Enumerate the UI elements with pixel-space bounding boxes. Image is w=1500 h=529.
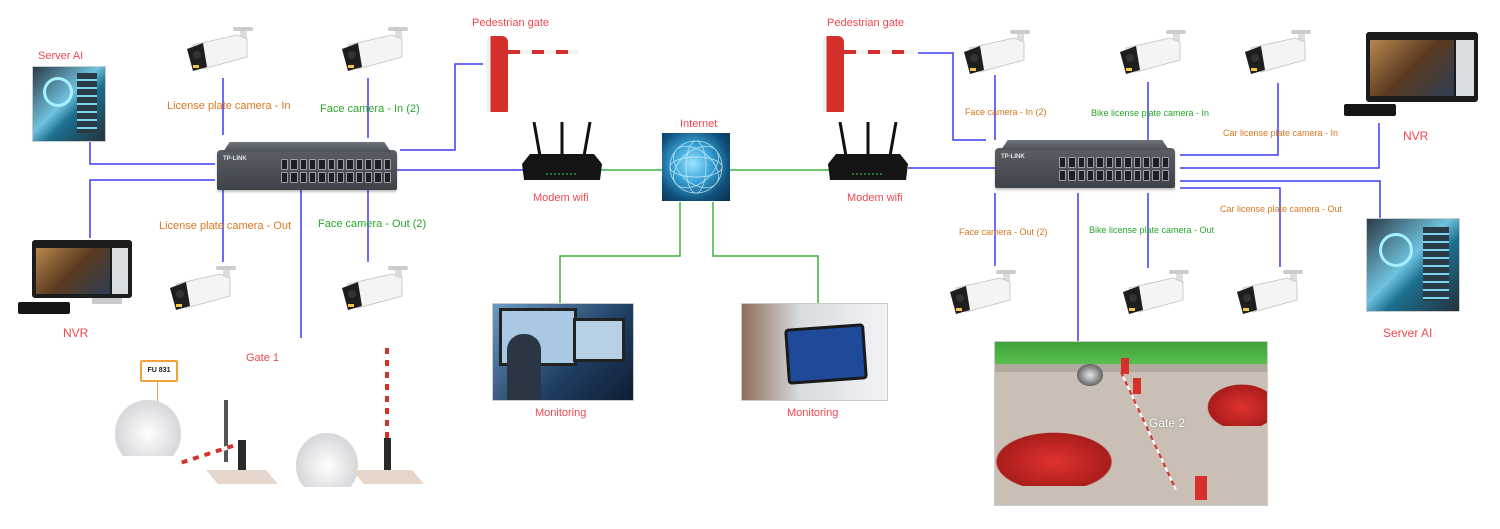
nvr-right[interactable] — [1366, 32, 1478, 102]
lan-wires — [89, 52, 1381, 342]
fan-icon — [1379, 233, 1413, 267]
camera-face-in-label: Face camera - In (2) — [320, 103, 420, 115]
camera-face-in-right-label: Face camera - In (2) — [965, 107, 1047, 117]
wire-server-left — [89, 118, 215, 165]
server-ai-right[interactable] — [1366, 218, 1460, 312]
internet-globe-icon[interactable] — [662, 133, 730, 201]
camera-icon[interactable] — [185, 27, 255, 75]
nvr-recorder-icon — [1344, 104, 1396, 116]
wire-server-right — [1180, 180, 1381, 220]
wire-ped-gate-left — [400, 63, 483, 151]
camera-face-out-label: Face camera - Out (2) — [318, 218, 427, 230]
server-ai-left-label: Server AI — [38, 50, 84, 62]
car-icon — [115, 400, 181, 456]
modem-wifi-left[interactable] — [522, 121, 602, 186]
switch-ports — [281, 159, 391, 183]
nvr-left[interactable] — [32, 240, 132, 304]
wire-cam-car-out — [1180, 187, 1281, 267]
wire-internet-monitor-right — [712, 202, 819, 303]
nvr-right-label: NVR — [1403, 129, 1429, 143]
barrier-arm-raised-icon — [385, 348, 389, 440]
wire-nvr-right — [1180, 123, 1380, 169]
server-ai-left[interactable] — [32, 66, 106, 142]
modem-wifi-right-label: Modem wifi — [847, 192, 903, 204]
switch-brand: TP-LINK — [223, 156, 247, 162]
gate-2-label: Gate 2 — [1149, 416, 1186, 430]
camera-icon[interactable] — [948, 270, 1018, 318]
motorbike-icon — [1077, 364, 1103, 386]
camera-icon[interactable] — [1243, 30, 1313, 78]
monitoring-left-label: Monitoring — [535, 407, 587, 419]
camera-icon[interactable] — [340, 266, 410, 314]
internet-label: Internet — [680, 118, 718, 130]
camera-pole-icon — [224, 400, 228, 462]
wire-ped-gate-right — [918, 52, 986, 141]
gate-base — [352, 470, 424, 484]
gate-base — [206, 470, 278, 484]
camera-lp-out-label: License plate camera - Out — [159, 220, 292, 232]
monitor-icon — [1370, 40, 1454, 96]
car-icon — [1207, 384, 1267, 426]
car-icon — [995, 432, 1113, 486]
wire-internet-monitor-left — [559, 202, 681, 303]
barrier-post-icon — [1195, 476, 1207, 500]
license-plate-readout: FU 831 — [140, 360, 178, 382]
wire-cam-car-in — [1180, 83, 1279, 156]
monitor-icon — [573, 318, 625, 362]
nvr-recorder-icon — [18, 302, 70, 314]
switch-ports — [1059, 157, 1169, 181]
pedestrian-gate-left-label: Pedestrian gate — [472, 17, 550, 29]
camera-face-out-right-label: Face camera - Out (2) — [959, 227, 1048, 237]
gate-2-image[interactable]: Gate 2 — [994, 341, 1268, 506]
network-switch-right[interactable]: TP-LINK — [995, 140, 1175, 188]
camera-icon[interactable] — [168, 266, 238, 314]
barrier-arm-icon — [508, 50, 578, 54]
fan-icon — [43, 77, 73, 107]
monitoring-tablet-image[interactable] — [741, 303, 888, 401]
network-switch-left[interactable]: TP-LINK — [217, 142, 397, 190]
switch-brand: TP-LINK — [1001, 154, 1025, 160]
modem-wifi-right[interactable] — [828, 121, 908, 186]
barrier-post-icon — [384, 438, 391, 480]
gate-1-label: Gate 1 — [246, 352, 280, 364]
barrier-gate-icon[interactable] — [486, 36, 508, 112]
monitor-icon — [32, 240, 132, 298]
camera-icon[interactable] — [1235, 270, 1305, 318]
camera-lp-in-label: License plate camera - In — [167, 100, 291, 112]
server-rack-icon — [1423, 227, 1449, 301]
camera-icon[interactable] — [1121, 270, 1191, 318]
tablet-icon — [784, 323, 868, 385]
wire-nvr-left — [89, 179, 215, 238]
car-icon — [296, 433, 358, 487]
barrier-arm-icon — [844, 50, 914, 54]
barrier-arm-icon — [1120, 371, 1177, 491]
camera-bike-in-label: Bike license plate camera - In — [1091, 108, 1210, 118]
grass-strip — [995, 342, 1267, 366]
nvr-left-label: NVR — [63, 326, 89, 340]
barrier-post-icon — [238, 440, 246, 480]
modem-wifi-left-label: Modem wifi — [533, 192, 589, 204]
monitoring-right-label: Monitoring — [787, 407, 839, 419]
server-ai-right-label: Server AI — [1383, 326, 1433, 340]
internet-wires — [559, 169, 830, 303]
camera-car-out-label: Car license plate camera - Out — [1220, 204, 1343, 214]
camera-icon[interactable] — [340, 27, 410, 75]
operator-figure — [507, 334, 541, 400]
pedestrian-gate-right-label: Pedestrian gate — [827, 17, 905, 29]
camera-icon[interactable] — [1118, 30, 1188, 78]
camera-car-in-label: Car license plate camera - In — [1223, 128, 1339, 138]
camera-icon[interactable] — [962, 30, 1032, 78]
monitoring-station-image[interactable] — [492, 303, 634, 401]
camera-bike-out-label: Bike license plate camera - Out — [1089, 225, 1215, 235]
barrier-post-icon — [1133, 378, 1141, 394]
barrier-gate-icon[interactable] — [822, 36, 844, 112]
server-rack-icon — [77, 73, 97, 133]
barrier-post-icon — [1121, 358, 1129, 374]
